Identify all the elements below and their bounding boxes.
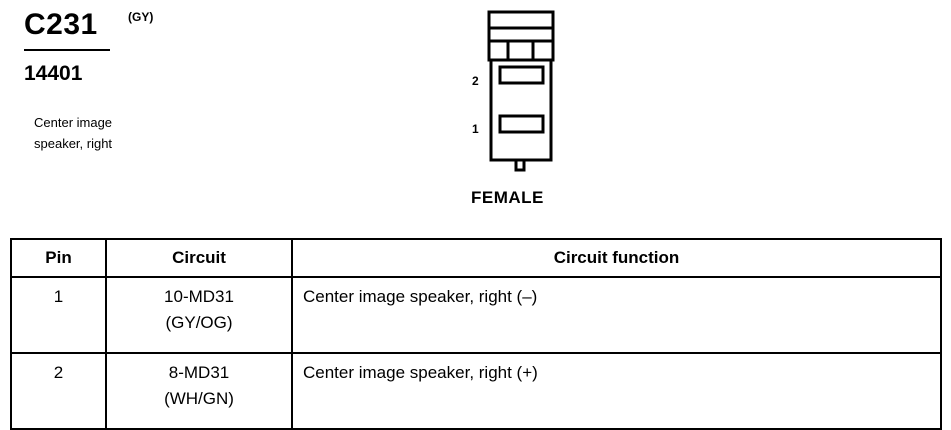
- circuit-cell: 10-MD31 (GY/OG): [105, 276, 293, 354]
- pin-cavity-1: [498, 114, 545, 134]
- pin-cavity-2: [498, 65, 545, 85]
- description-line: speaker, right: [34, 136, 113, 151]
- circuit-number: 10-MD31: [164, 287, 234, 306]
- pin-cell: 2: [10, 352, 107, 430]
- connector-gender: FEMALE: [471, 188, 544, 207]
- part-number: 14401: [24, 62, 83, 85]
- description-line: Center image: [34, 115, 113, 130]
- circuit-number: 8-MD31: [168, 363, 230, 382]
- header-pin: Pin: [10, 238, 107, 278]
- connector-key: [514, 158, 526, 172]
- function-cell: Center image speaker, right (–): [291, 276, 942, 354]
- pinout-table: Pin Circuit Circuit function 1 10-MD31 (…: [10, 238, 942, 430]
- connector-face-drawing: 2 1: [472, 10, 555, 172]
- wire-color: (WH/GN): [164, 389, 234, 408]
- title-divider: [24, 49, 110, 51]
- header-function: Circuit function: [291, 238, 942, 278]
- table-row: 2 8-MD31 (WH/GN) Center image speaker, r…: [10, 352, 942, 430]
- connector-latch: [487, 10, 555, 62]
- connector-color: (GY): [128, 10, 154, 24]
- connector-description: Center image speaker, right: [34, 112, 194, 154]
- wire-color: (GY/OG): [165, 313, 233, 332]
- table-row: 1 10-MD31 (GY/OG) Center image speaker, …: [10, 276, 942, 354]
- pin-label-1: 1: [472, 122, 479, 136]
- pin-cell: 1: [10, 276, 107, 354]
- function-cell: Center image speaker, right (+): [291, 352, 942, 430]
- circuit-cell: 8-MD31 (WH/GN): [105, 352, 293, 430]
- header-circuit: Circuit: [105, 238, 293, 278]
- pin-label-2: 2: [472, 74, 479, 88]
- table-header-row: Pin Circuit Circuit function: [10, 238, 942, 278]
- connector-id: C231: [24, 8, 98, 41]
